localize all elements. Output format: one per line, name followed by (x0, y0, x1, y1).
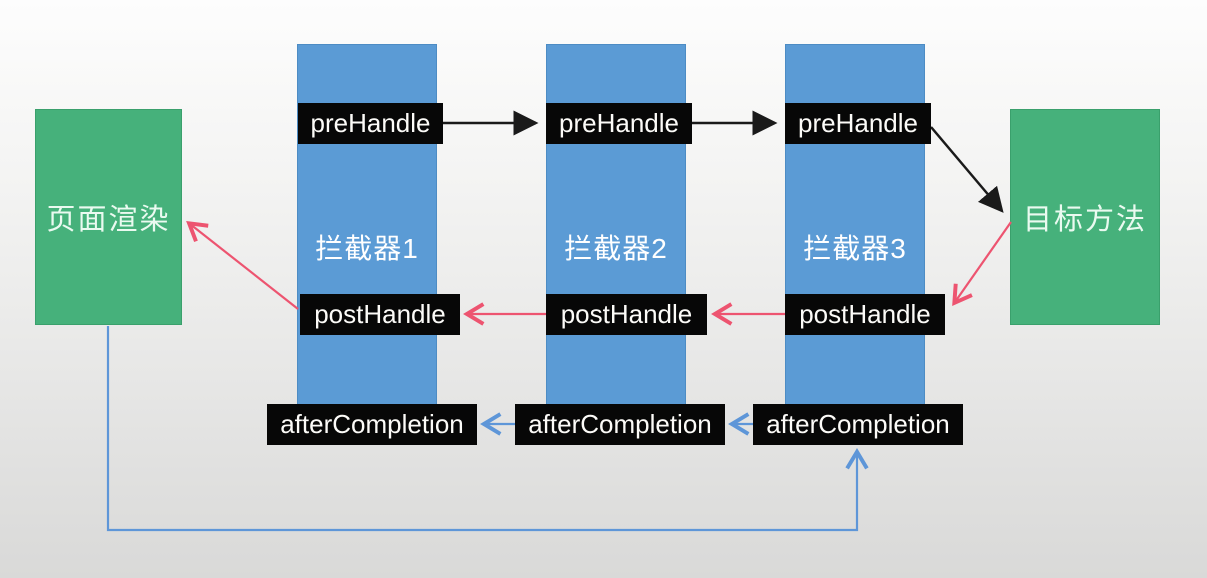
page-render-label: 页面渲染 (46, 204, 171, 236)
prehandle-tag-3-label: preHandle (798, 108, 918, 138)
aftercompletion-tag-2-label: afterCompletion (528, 409, 712, 439)
target-method-box: 目标方法 (1010, 109, 1160, 325)
page-render-box: 页面渲染 (35, 109, 182, 325)
prehandle-tag-1-label: preHandle (310, 108, 431, 138)
arrow-prehandle-3-to-target (930, 126, 1004, 213)
posthandle-tag-3-label: postHandle (799, 299, 931, 329)
target-method-label: 目标方法 (1022, 204, 1147, 236)
arrow-target-to-posthandle-3 (952, 221, 1012, 307)
interceptor-1-name: 拦截器1 (315, 233, 419, 264)
posthandle-tag-2: postHandle (546, 294, 707, 335)
aftercompletion-tag-1-label: afterCompletion (280, 409, 464, 439)
aftercompletion-tag-1: afterCompletion (267, 404, 477, 445)
prehandle-tag-2: preHandle (546, 103, 692, 144)
aftercompletion-tag-3: afterCompletion (753, 404, 963, 445)
posthandle-tag-2-label: postHandle (560, 299, 693, 329)
posthandle-tag-3: postHandle (785, 294, 945, 335)
prehandle-tag-2-label: preHandle (559, 108, 679, 138)
interceptor-2-name: 拦截器2 (564, 233, 668, 264)
posthandle-tag-1-label: postHandle (314, 299, 446, 329)
interceptor-3-name: 拦截器3 (803, 233, 907, 264)
aftercompletion-tag-3-label: afterCompletion (766, 409, 950, 439)
posthandle-tag-1: postHandle (300, 294, 460, 335)
prehandle-tag-1: preHandle (298, 103, 443, 144)
prehandle-tag-3: preHandle (785, 103, 931, 144)
aftercompletion-tag-2: afterCompletion (515, 404, 725, 445)
arrow-posthandle-1-to-page-render (186, 220, 299, 310)
arrow-page-render-to-aftercompletion-3 (106, 326, 869, 532)
